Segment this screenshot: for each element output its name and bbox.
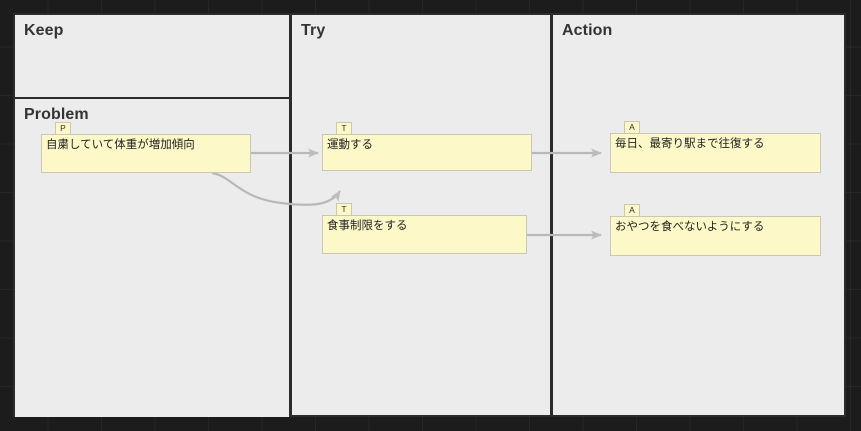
card-badge-p: P: [55, 122, 71, 135]
panel-title-action: Action: [562, 22, 613, 39]
column-keep-problem[interactable]: Keep Problem: [13, 13, 291, 417]
card-try-diet[interactable]: T 食事制限をする: [322, 203, 527, 254]
panel-title-problem: Problem: [24, 106, 89, 123]
card-try-exercise[interactable]: T 運動する: [322, 122, 532, 171]
card-badge-a: A: [624, 121, 640, 134]
card-text: おやつを食べないようにする: [615, 221, 765, 233]
card-text: 運動する: [327, 139, 373, 151]
kpt-board: Keep Problem Try Action: [13, 13, 846, 417]
card-problem-weight-gain[interactable]: P 自粛していて体重が増加傾向: [41, 122, 251, 173]
card-badge-a: A: [624, 204, 640, 217]
panel-title-try: Try: [301, 22, 326, 39]
card-action-walk-station[interactable]: A 毎日、最寄り駅まで往復する: [610, 121, 821, 173]
card-text: 食事制限をする: [327, 220, 408, 232]
card-text: 毎日、最寄り駅まで往復する: [615, 138, 765, 150]
card-badge-t: T: [336, 122, 352, 135]
card-action-no-snacks[interactable]: A おやつを食べないようにする: [610, 204, 821, 256]
column-action[interactable]: Action: [551, 13, 846, 417]
card-badge-t: T: [336, 203, 352, 216]
panel-keep[interactable]: Keep: [15, 15, 289, 99]
panel-title-keep: Keep: [24, 22, 64, 39]
card-text: 自粛していて体重が増加傾向: [46, 139, 195, 151]
